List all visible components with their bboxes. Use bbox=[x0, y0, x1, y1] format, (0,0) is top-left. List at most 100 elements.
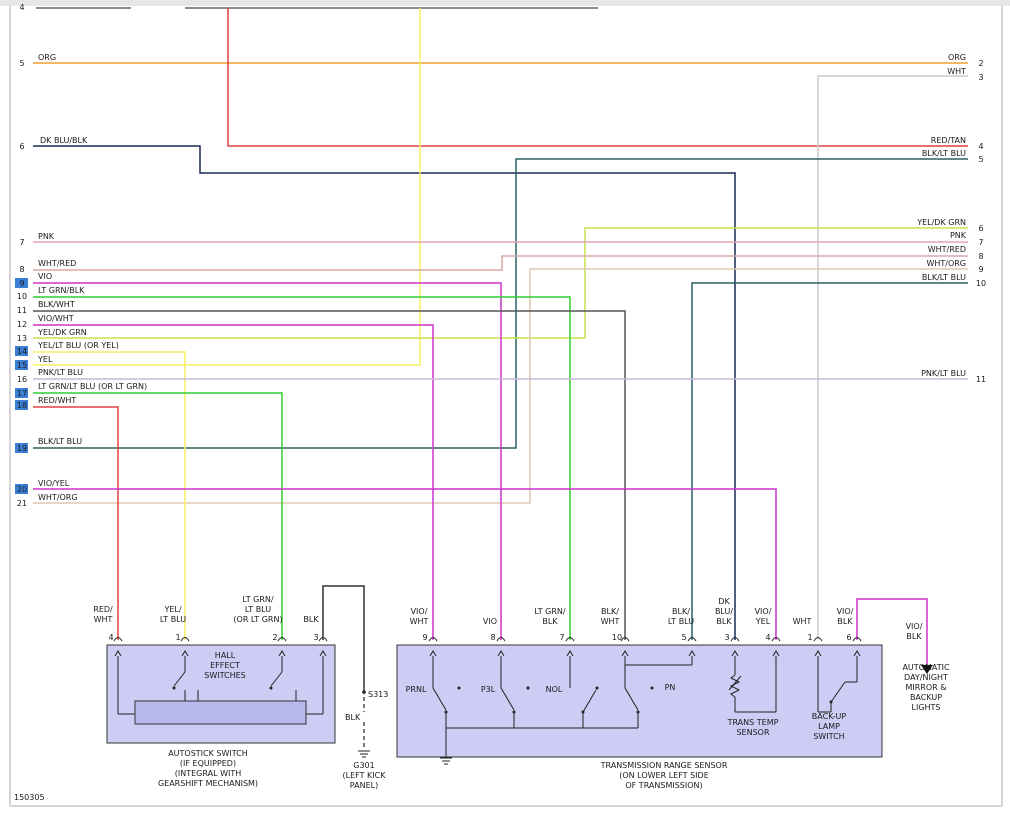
autostick-wire-label: LT BLU bbox=[160, 615, 186, 624]
trs-pin-arrow bbox=[497, 650, 505, 657]
left-pin-number: 6 bbox=[19, 142, 24, 151]
wire-red-wht bbox=[33, 406, 119, 640]
right-pin-number: 7 bbox=[978, 238, 983, 247]
wire-red-tan bbox=[227, 8, 968, 147]
right-pin-number: 4 bbox=[978, 142, 983, 151]
ground-g301-label: (LEFT KICK bbox=[343, 771, 387, 780]
autostick-switch-box bbox=[106, 644, 336, 744]
right-pin-number: 3 bbox=[978, 73, 983, 82]
autostick-wire-label: WHT bbox=[94, 615, 113, 624]
hall-switch-2 bbox=[270, 671, 283, 687]
autostick-pin-number: 2 bbox=[272, 633, 277, 642]
trs-pin-arrow bbox=[853, 650, 861, 657]
right-pin-number: 2 bbox=[978, 59, 983, 68]
trs-wire-label: WHT bbox=[793, 617, 812, 626]
p3l-switch bbox=[500, 687, 515, 711]
trs-caption: OF TRANSMISSION) bbox=[625, 781, 702, 790]
wire-label-r8: WHT/ORG bbox=[926, 259, 966, 268]
wire-label-l13: YEL/DK GRN bbox=[37, 328, 87, 337]
wire-label-r2: ORG bbox=[948, 53, 966, 62]
left-pin-number: 18 bbox=[17, 401, 27, 410]
mirror-label: DAY/NIGHT bbox=[904, 673, 948, 682]
splice-label: S313 bbox=[368, 690, 388, 699]
wire-lt-grn-lt-blu bbox=[33, 392, 283, 640]
trs-switch-label: PN bbox=[665, 683, 676, 692]
wire-lt-grn-blk bbox=[33, 296, 571, 640]
ground-g301-label: G301 bbox=[353, 761, 374, 770]
trs-pin-cup bbox=[620, 637, 630, 642]
hall-effect-label: HALL bbox=[215, 651, 236, 660]
switch-label-dot bbox=[650, 686, 654, 690]
mirror-label: BACKUP bbox=[910, 693, 942, 702]
hall-effect-label: EFFECT bbox=[210, 661, 240, 670]
wire-vio bbox=[33, 282, 502, 640]
trs-wire-label: WHT bbox=[601, 617, 620, 626]
mirror-wire-label: BLK bbox=[906, 632, 922, 641]
nol-switch bbox=[582, 689, 597, 713]
trs-wire-label: VIO bbox=[483, 617, 497, 626]
hall-switch-1-contact bbox=[172, 686, 176, 690]
autostick-wire-label: RED/ bbox=[93, 605, 113, 614]
left-pin-number: 16 bbox=[17, 375, 27, 384]
autostick-pin-cup bbox=[277, 637, 287, 642]
wire-label-r9: BLK/LT BLU bbox=[922, 273, 966, 282]
page-header-strip bbox=[0, 0, 1010, 6]
switch-label-dot bbox=[457, 686, 461, 690]
ground-trs-icon bbox=[440, 757, 452, 765]
temp-sensor-label: TRANS TEMP bbox=[727, 718, 779, 727]
trs-pin-number: 7 bbox=[559, 633, 564, 642]
trs-pin-number: 6 bbox=[846, 633, 851, 642]
wire-label-l12: VIO/WHT bbox=[38, 314, 74, 323]
wire-label-l16: LT GRN/LT BLU (OR LT GRN) bbox=[38, 382, 147, 391]
right-pin-number: 11 bbox=[976, 375, 986, 384]
trs-switch-label: NOL bbox=[546, 685, 563, 694]
left-pin-number: 10 bbox=[17, 292, 27, 301]
wire-blk-splice bbox=[322, 585, 365, 690]
wire-label-l14: YEL/LT BLU (OR YEL) bbox=[37, 341, 119, 350]
right-pin-number: 8 bbox=[978, 252, 983, 261]
autostick-pin-cup bbox=[318, 637, 328, 642]
trs-pin-arrow bbox=[814, 650, 822, 657]
wire-label-l19: BLK/LT BLU bbox=[38, 437, 82, 446]
wire-label-r6b: PNK bbox=[950, 231, 967, 240]
autostick-pin-arrow bbox=[278, 650, 286, 657]
left-pin-number: 7 bbox=[19, 238, 24, 247]
trs-pin-number: 4 bbox=[765, 633, 770, 642]
pn-switch bbox=[624, 687, 639, 711]
trs-pin-arrow bbox=[621, 650, 629, 657]
trs-wire-label: LT BLU bbox=[668, 617, 694, 626]
trs-wire-label: BLK bbox=[837, 617, 853, 626]
trs-pin-arrow bbox=[429, 650, 437, 657]
wire-label-l15: PNK/LT BLU bbox=[38, 368, 83, 377]
autostick-pin-cup bbox=[180, 637, 190, 642]
trs-wire-label: BLK/ bbox=[672, 607, 690, 616]
switch-label-dot bbox=[526, 686, 530, 690]
pin-highlight bbox=[15, 388, 28, 398]
trs-caption: (ON LOWER LEFT SIDE bbox=[619, 771, 709, 780]
trs-pin-arrow bbox=[566, 650, 574, 657]
trs-wire-label: WHT bbox=[410, 617, 429, 626]
hall-effect-label: SWITCHES bbox=[204, 671, 246, 680]
wire-yel-vertical bbox=[33, 8, 421, 366]
pin-highlight bbox=[15, 278, 28, 288]
hall-effect-module bbox=[134, 700, 307, 725]
wire-label-l9: VIO bbox=[38, 272, 52, 281]
autostick-wire-label: YEL/ bbox=[163, 605, 181, 614]
backup-switch bbox=[830, 681, 846, 703]
temp-sensor-label: SENSOR bbox=[736, 728, 769, 737]
pin-highlight bbox=[15, 400, 28, 410]
trs-pin-number: 5 bbox=[681, 633, 686, 642]
backup-switch-label: LAMP bbox=[818, 722, 840, 731]
wire-label-l10: LT GRN/BLK bbox=[38, 286, 85, 295]
left-pin-number: 12 bbox=[17, 320, 27, 329]
trs-pin-number: 3 bbox=[724, 633, 729, 642]
trs-wire-label: VIO/ bbox=[755, 607, 772, 616]
autostick-caption: GEARSHIFT MECHANISM) bbox=[158, 779, 258, 788]
prnl-switch bbox=[432, 687, 447, 711]
wire-blk-wht bbox=[33, 310, 626, 640]
wire-label-l18: RED/WHT bbox=[38, 396, 76, 405]
wire-yel-dk-grn bbox=[33, 227, 968, 339]
left-pin-number: 8 bbox=[19, 265, 24, 274]
backup-switch-label: SWITCH bbox=[813, 732, 844, 741]
trs-wire-label: VIO/ bbox=[411, 607, 428, 616]
